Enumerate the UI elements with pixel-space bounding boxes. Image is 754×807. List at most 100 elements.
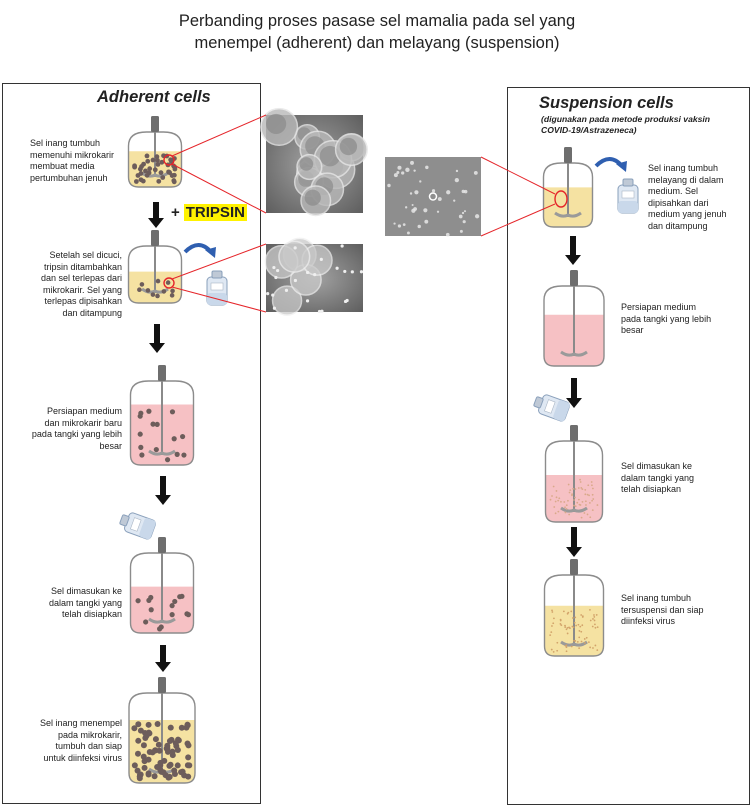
microcarrier-dot bbox=[564, 511, 567, 514]
microcarrier-dot bbox=[588, 641, 590, 643]
microcarrier-dot bbox=[574, 505, 577, 508]
text-line: dalam tangki yang bbox=[621, 472, 695, 483]
microcarrier-dot bbox=[154, 763, 161, 770]
suspended-cell bbox=[409, 192, 413, 195]
microcarrier-dot bbox=[184, 611, 190, 617]
text-line: pada tangki yang lebih bbox=[31, 429, 122, 439]
suspended-cell bbox=[397, 224, 402, 228]
microcarrier-dot bbox=[580, 614, 583, 616]
microcarrier-dot bbox=[154, 721, 161, 728]
microcarrier-dot bbox=[164, 457, 171, 463]
microcarrier-dot bbox=[579, 481, 582, 483]
tank-outline bbox=[544, 440, 604, 523]
microcarrier-dot bbox=[158, 170, 164, 176]
microcarrier-dot bbox=[551, 611, 554, 613]
arrow-head bbox=[155, 495, 171, 505]
microcarrier-dot bbox=[144, 172, 150, 178]
detached-cell bbox=[343, 269, 347, 274]
motor-icon bbox=[158, 365, 166, 381]
text-line: membuat media bbox=[30, 161, 95, 171]
callout-line bbox=[480, 203, 556, 237]
impeller-icon bbox=[148, 449, 176, 456]
suspended-cell bbox=[436, 210, 440, 213]
microcarrier-dot bbox=[569, 627, 571, 630]
microcarrier-dot bbox=[592, 618, 594, 620]
microcarrier-dot bbox=[167, 761, 174, 768]
suspended-cell bbox=[463, 210, 467, 213]
adherent-tank-4 bbox=[129, 537, 195, 634]
microcarrier-dot bbox=[565, 650, 568, 653]
adherent-heading: Adherent cells bbox=[97, 88, 211, 106]
microcarrier-dot bbox=[178, 769, 185, 776]
microcarrier-dot bbox=[572, 487, 574, 490]
microcarrier-dot bbox=[172, 740, 179, 747]
tank-outline bbox=[127, 131, 183, 188]
microcarrier-dot bbox=[578, 636, 581, 639]
detached-cell bbox=[272, 306, 277, 310]
text-line: dalam tangki yang bbox=[48, 597, 122, 608]
page-title: Perbanding proses pasase sel mamalia pad… bbox=[0, 10, 754, 54]
microcarrier-dot bbox=[138, 410, 144, 416]
microcarrier-dot bbox=[174, 747, 181, 754]
adherent-tank-3 bbox=[129, 365, 195, 466]
adherent-step-5-text: Sel inang menempel pada mikrokarir, tumb… bbox=[26, 718, 122, 764]
microcarrier-dot bbox=[143, 619, 149, 625]
microcarrier-dot bbox=[562, 610, 565, 613]
microcarrier-dot bbox=[593, 616, 596, 618]
microcarrier-dot bbox=[573, 499, 575, 501]
bottle-cap bbox=[119, 514, 130, 527]
microcarrier-dot bbox=[152, 736, 159, 743]
microscope-photo-suspension bbox=[385, 157, 481, 237]
down-arrow-icon bbox=[155, 645, 171, 672]
motor-icon bbox=[570, 425, 578, 441]
microcarrier-dot bbox=[136, 775, 143, 782]
microcarrier-dot bbox=[549, 498, 552, 501]
adherent-step-4-text: Sel dimasukan ke dalam tangki yang telah… bbox=[30, 586, 122, 621]
page-title-line-2: menempel (adherent) dan melayang (suspen… bbox=[194, 34, 560, 52]
microcarrier-dot bbox=[576, 501, 579, 504]
microcarrier-dot bbox=[580, 516, 583, 519]
motor-icon bbox=[564, 147, 572, 163]
bottle-cap bbox=[533, 396, 544, 409]
microcarrier-dot bbox=[580, 630, 583, 633]
bead-cells bbox=[339, 137, 358, 156]
motor-icon bbox=[570, 559, 578, 575]
microcarrier-dot bbox=[564, 644, 567, 647]
media-bottle-icon bbox=[533, 394, 570, 422]
microcarrier-dot bbox=[179, 433, 186, 440]
detached-cell bbox=[335, 266, 339, 270]
microcarrier-dot bbox=[131, 725, 138, 732]
suspension-note-line-2: COVID-19/Astrazeneca) bbox=[541, 125, 637, 135]
microcarrier-dot bbox=[594, 623, 596, 626]
microcarrier-dot bbox=[584, 493, 587, 496]
microcarrier-dot bbox=[573, 621, 576, 624]
adherent-tank-5 bbox=[128, 677, 196, 784]
microcarrier-dot bbox=[135, 721, 142, 728]
text-line: besar bbox=[99, 440, 122, 451]
microcarrier-dot bbox=[169, 293, 175, 298]
bottle-liquid bbox=[553, 400, 570, 422]
microcarrier-dot bbox=[574, 616, 577, 619]
tank-outline bbox=[129, 380, 195, 466]
microcarrier-dot bbox=[155, 293, 160, 299]
text-line: pada mikrokarir, bbox=[57, 729, 122, 740]
arrow-head bbox=[566, 398, 582, 408]
microcarrier-dot bbox=[145, 288, 151, 293]
suspension-step-1-text: Sel inang tumbuh melayang di dalam mediu… bbox=[648, 163, 727, 232]
microcarrier-dot bbox=[591, 484, 593, 487]
microcarrier-dot bbox=[135, 598, 141, 604]
arrow-head bbox=[148, 218, 164, 228]
microcarrier-dot bbox=[589, 502, 591, 504]
suspension-tank-4 bbox=[543, 559, 605, 657]
suspended-cell bbox=[397, 165, 402, 170]
microcarrier-dot bbox=[575, 624, 578, 627]
microcarrier-dot bbox=[566, 627, 569, 629]
microcarrier-dot bbox=[139, 282, 145, 287]
arrow-head bbox=[155, 662, 171, 672]
microcarrier-dot bbox=[143, 732, 150, 739]
microcarrier-dot bbox=[577, 623, 580, 626]
microcarrier-dot bbox=[150, 157, 156, 163]
bottle-liquid bbox=[618, 201, 638, 213]
microcarrier-dot bbox=[166, 738, 173, 745]
